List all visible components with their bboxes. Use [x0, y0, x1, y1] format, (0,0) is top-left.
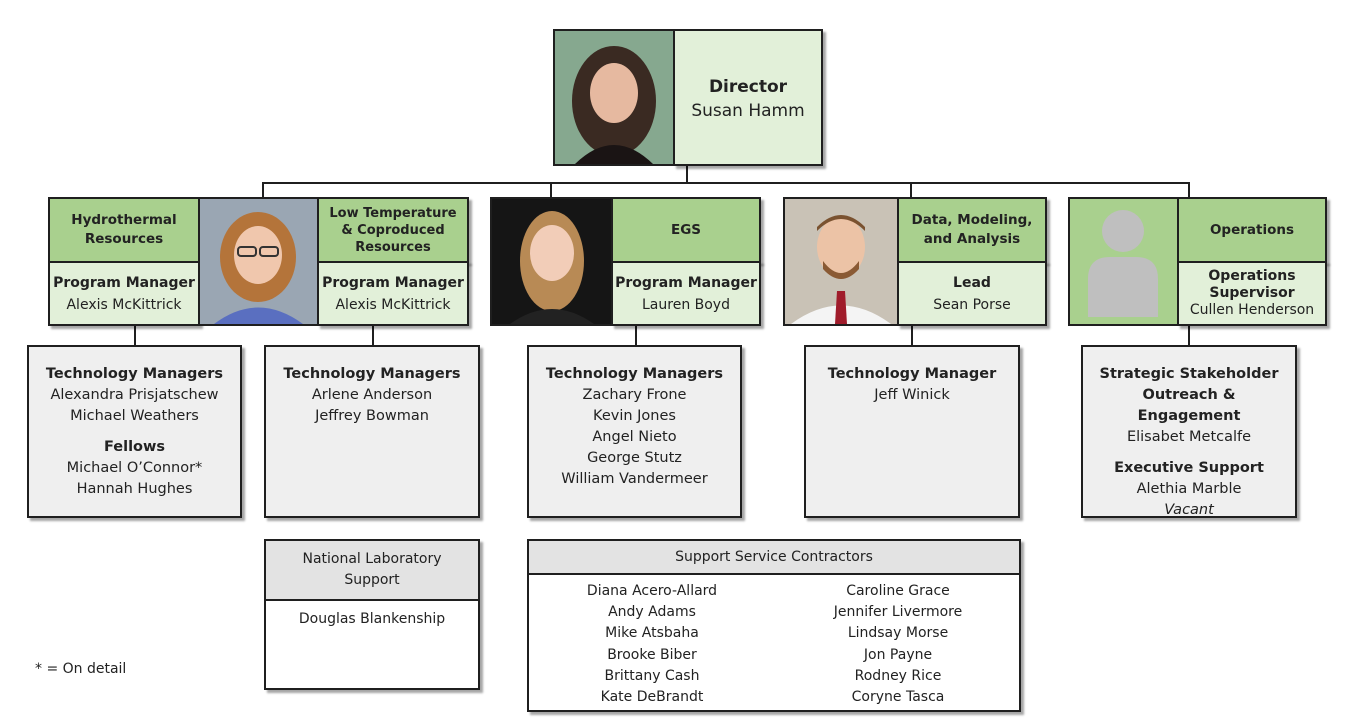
egs-manager-box: Program Manager Lauren Boyd: [611, 261, 761, 326]
low-temp-header: Low Temperature & Coproduced Resources: [317, 197, 469, 263]
egs-header-label: EGS: [670, 221, 702, 238]
staff-group-title: Technology Managers: [283, 366, 461, 382]
connector-staff-3: [635, 326, 637, 346]
lab-support-box: National Laboratory Support Douglas Blan…: [264, 539, 480, 690]
low-temp-header-label: Low Temperature & Coproduced Resources: [329, 205, 457, 255]
contractors-header: Support Service Contractors: [529, 541, 1019, 575]
hydrothermal-role: Program Manager: [53, 275, 195, 291]
contractors-box: Support Service Contractors Diana Acero-…: [527, 539, 1021, 712]
contractor-name: Jon Payne: [863, 646, 933, 663]
lab-support-header: National Laboratory Support: [266, 541, 478, 601]
low-temp-role: Program Manager: [322, 275, 464, 291]
staff-name: Angel Nieto: [592, 429, 677, 445]
egs-role: Program Manager: [615, 275, 757, 291]
egs-manager-name: Lauren Boyd: [642, 297, 730, 313]
staff-name: George Stutz: [587, 450, 682, 466]
director-title: Director: [708, 77, 788, 97]
data-role: Lead: [953, 275, 991, 291]
contractors-right-column: Caroline Grace Jennifer Livermore Lindsa…: [775, 581, 1021, 708]
hydrothermal-manager-name: Alexis McKittrick: [66, 297, 182, 313]
egs-staff-box: Technology Managers Zachary Frone Kevin …: [527, 345, 742, 518]
hydrothermal-staff-box: Technology Managers Alexandra Prisjatsch…: [27, 345, 242, 518]
lab-support-title: National Laboratory Support: [302, 551, 442, 588]
egs-photo: [490, 197, 613, 326]
footnote: * = On detail: [35, 661, 127, 677]
director-name: Susan Hamm: [691, 101, 805, 121]
contractor-name: Rodney Rice: [854, 667, 942, 684]
connector-staff-4: [911, 326, 913, 346]
connector-director-down: [686, 163, 688, 184]
staff-name: Jeffrey Bowman: [315, 408, 429, 424]
contractor-name: Jennifer Livermore: [833, 604, 963, 621]
staff-name: William Vandermeer: [561, 471, 708, 487]
connector-drop-2: [550, 182, 552, 198]
contractor-name: Caroline Grace: [846, 583, 950, 599]
low-temp-staff-box: Technology Managers Arlene Anderson Jeff…: [264, 345, 480, 518]
staff-group-title: Strategic Stakeholder Outreach & Engagem…: [1099, 366, 1279, 424]
connector-drop-4: [1188, 182, 1190, 198]
staff-name: Arlene Anderson: [311, 387, 433, 403]
contractor-name: Mike Atsbaha: [605, 625, 699, 642]
egs-header: EGS: [611, 197, 761, 263]
operations-header-label: Operations: [1209, 221, 1295, 238]
connector-drop-1: [262, 182, 264, 198]
staff-group-title: Technology Managers: [45, 366, 224, 382]
staff-name: Elisabet Metcalfe: [1126, 429, 1252, 445]
staff-group-title: Fellows: [103, 439, 166, 455]
data-staff-box: Technology Manager Jeff Winick: [804, 345, 1020, 518]
staff-name: Hannah Hughes: [76, 481, 193, 497]
vacant-position: Vacant: [1164, 502, 1214, 518]
operations-role: Operations Supervisor: [1208, 268, 1296, 301]
staff-name: Michael O’Connor*: [66, 460, 203, 476]
director-box: Director Susan Hamm: [673, 29, 823, 166]
connector-horizontal-bus: [262, 182, 1190, 184]
data-photo: [783, 197, 899, 326]
staff-name: Alethia Marble: [1136, 481, 1242, 497]
operations-header: Operations: [1177, 197, 1327, 263]
hydrothermal-manager-box: Program Manager Alexis McKittrick: [48, 261, 200, 326]
operations-staff-box: Strategic Stakeholder Outreach & Engagem…: [1081, 345, 1297, 518]
operations-supervisor-name: Cullen Henderson: [1189, 302, 1315, 318]
director-photo: [553, 29, 675, 166]
hydrothermal-header-label: Hydrothermal Resources: [71, 212, 177, 247]
connector-drop-3: [910, 182, 912, 198]
data-header: Data, Modeling, and Analysis: [897, 197, 1047, 263]
connector-staff-2: [372, 326, 374, 346]
contractor-name: Kate DeBrandt: [600, 689, 704, 706]
contractor-name: Diana Acero-Allard: [586, 583, 718, 599]
connector-staff-1: [134, 326, 136, 346]
contractors-title: Support Service Contractors: [675, 548, 873, 565]
staff-group-title: Technology Manager: [827, 366, 997, 382]
staff-name: Kevin Jones: [593, 408, 676, 424]
staff-group-title: Technology Managers: [545, 366, 724, 382]
data-lead-box: Lead Sean Porse: [897, 261, 1047, 326]
operations-supervisor-box: Operations Supervisor Cullen Henderson: [1177, 261, 1327, 326]
contractor-name: Lindsay Morse: [847, 625, 949, 642]
staff-name: Jeff Winick: [874, 387, 950, 403]
data-header-label: Data, Modeling, and Analysis: [911, 212, 1033, 247]
data-lead-name: Sean Porse: [933, 297, 1011, 313]
connector-staff-5: [1188, 326, 1190, 346]
hydrothermal-photo: [198, 197, 319, 326]
staff-name: Michael Weathers: [70, 408, 199, 424]
low-temp-manager-name: Alexis McKittrick: [335, 297, 451, 313]
contractor-name: Brittany Cash: [604, 667, 700, 684]
staff-name: Alexandra Prisjatschew: [50, 387, 219, 403]
contractor-name: Brooke Biber: [607, 646, 697, 663]
lab-support-name: Douglas Blankenship: [298, 611, 446, 627]
hydrothermal-header: Hydrothermal Resources: [48, 197, 200, 263]
contractors-left-column: Diana Acero-Allard Andy Adams Mike Atsba…: [529, 581, 775, 708]
operations-photo: [1068, 197, 1179, 326]
contractor-name: Coryne Tasca: [851, 689, 945, 706]
person-placeholder-icon: [1070, 199, 1177, 324]
staff-name: Zachary Frone: [582, 387, 687, 403]
staff-group-title: Executive Support: [1114, 460, 1264, 476]
contractor-name: Andy Adams: [608, 604, 696, 621]
low-temp-manager-box: Program Manager Alexis McKittrick: [317, 261, 469, 326]
